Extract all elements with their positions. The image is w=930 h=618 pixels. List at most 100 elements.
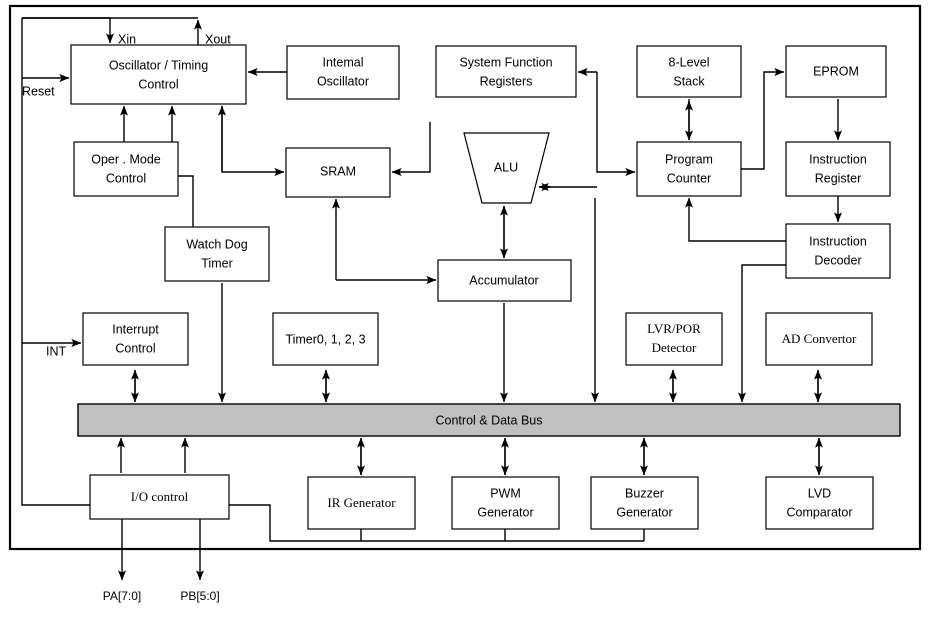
block-rect-oscillator-timing-control[interactable] xyxy=(70,44,247,105)
control-data-bus: Control & Data Bus xyxy=(77,403,901,437)
block-rect-8-level-stack[interactable] xyxy=(636,45,742,98)
block-rect-buzzer-generator[interactable] xyxy=(590,476,699,530)
wire-pc-to-eprom xyxy=(741,68,785,170)
block-alu[interactable]: ALU xyxy=(463,132,550,204)
label-buzzer-line2: Generator xyxy=(616,505,672,519)
pin-label-pb: PB[5:0] xyxy=(180,589,219,603)
block-pwm-generator[interactable]: PWM Generator xyxy=(451,476,560,530)
block-rect-system-function-registers[interactable] xyxy=(435,45,577,98)
wire-xin xyxy=(22,17,114,44)
block-lvd-comparator[interactable]: LVD Comparator xyxy=(765,476,874,530)
label-oper-mode-line2: Control xyxy=(106,171,146,185)
label-sfr-line1: System Function xyxy=(459,55,552,69)
wire-layer xyxy=(21,17,842,581)
block-rect-oper-mode-control[interactable] xyxy=(73,141,179,197)
block-rect-program-counter[interactable] xyxy=(636,141,742,197)
label-interrupt-line1: Interrupt xyxy=(112,322,159,336)
label-pwm-line2: Generator xyxy=(477,505,533,519)
block-rect-sram[interactable] xyxy=(285,147,391,198)
control-data-bus-rect xyxy=(77,403,901,437)
label-internal-osc-line2: Oscillator xyxy=(317,74,369,88)
block-shape-alu[interactable] xyxy=(463,132,550,204)
label-osc-timing-line1: Oscillator / Timing xyxy=(109,58,208,72)
wire-left-trunk xyxy=(21,18,90,506)
label-io-control: I/O control xyxy=(131,489,189,504)
label-idec-line1: Instruction xyxy=(809,234,867,248)
block-sram[interactable]: SRAM xyxy=(285,147,391,198)
label-sfr-line2: Registers xyxy=(480,74,533,88)
block-eprom[interactable]: EPROM xyxy=(785,45,887,98)
label-interrupt-line2: Control xyxy=(115,341,155,355)
block-timers[interactable]: Timer0, 1, 2, 3 xyxy=(272,312,379,366)
block-rect-watch-dog-timer[interactable] xyxy=(164,226,270,282)
label-ad-convertor: AD Convertor xyxy=(782,331,857,346)
block-rect-eprom[interactable] xyxy=(785,45,887,98)
block-rect-lvd-comparator[interactable] xyxy=(765,476,874,530)
control-data-bus-label: Control & Data Bus xyxy=(436,413,543,427)
label-idec-line2: Decoder xyxy=(814,253,861,267)
block-rect-ir-generator[interactable] xyxy=(307,476,416,530)
block-rect-internal-oscillator[interactable] xyxy=(286,45,400,100)
block-lvr-por-detector[interactable]: LVR/POR Detector xyxy=(625,312,723,366)
label-ir-generator: IR Generator xyxy=(327,495,396,510)
label-ireg-line2: Register xyxy=(815,171,862,185)
block-oper-mode-control[interactable]: Oper . Mode Control xyxy=(73,141,179,197)
label-lvd-line1: LVD xyxy=(808,486,831,500)
label-pwm-line1: PWM xyxy=(490,486,521,500)
block-rect-instruction-decoder[interactable] xyxy=(785,223,891,279)
label-internal-osc-line1: Intemal xyxy=(323,55,364,69)
block-io-control[interactable]: I/O control xyxy=(89,474,230,520)
label-lvd-line2: Comparator xyxy=(787,505,853,519)
wire-sfr-to-pc xyxy=(596,72,636,176)
block-rect-ad-convertor[interactable] xyxy=(765,312,873,366)
block-oscillator-timing-control[interactable]: Oscillator / Timing Control xyxy=(70,44,247,105)
block-interrupt-control[interactable]: Interrupt Control xyxy=(82,312,189,366)
label-alu: ALU xyxy=(494,160,518,174)
wire-wdt-to-osc xyxy=(168,105,194,227)
pin-label-xin: Xin xyxy=(118,32,136,46)
label-osc-timing-line2: Control xyxy=(138,77,178,91)
block-rect-pwm-generator[interactable] xyxy=(451,476,560,530)
block-rect-instruction-register[interactable] xyxy=(785,141,891,197)
block-ir-generator[interactable]: IR Generator xyxy=(307,476,416,530)
block-system-function-registers[interactable]: System Function Registers xyxy=(435,45,577,98)
pin-label-reset: Reset xyxy=(22,84,55,98)
label-eprom: EPROM xyxy=(813,64,859,78)
label-lvrpor-line1: LVR/POR xyxy=(647,321,701,336)
label-pc-line2: Counter xyxy=(667,171,711,185)
wire-idec-to-bus xyxy=(738,264,786,403)
label-ireg-line1: Instruction xyxy=(809,152,867,166)
block-instruction-decoder[interactable]: Instruction Decoder xyxy=(785,223,891,279)
block-8-level-stack[interactable]: 8-Level Stack xyxy=(636,45,742,98)
wire-io-bottom-rail xyxy=(229,504,644,542)
block-watch-dog-timer[interactable]: Watch Dog Timer xyxy=(164,226,270,282)
block-program-counter[interactable]: Program Counter xyxy=(636,141,742,197)
block-rect-interrupt-control[interactable] xyxy=(82,312,189,366)
block-buzzer-generator[interactable]: Buzzer Generator xyxy=(590,476,699,530)
label-buzzer-line1: Buzzer xyxy=(625,486,664,500)
wire-idec-to-pc xyxy=(685,197,786,242)
label-wdt-line2: Timer xyxy=(201,256,232,270)
label-pc-line1: Program xyxy=(665,152,713,166)
block-ad-convertor[interactable]: AD Convertor xyxy=(765,312,873,366)
wire-osc-sram-branch xyxy=(221,106,285,176)
label-stack-line1: 8-Level xyxy=(669,55,710,69)
label-wdt-line1: Watch Dog xyxy=(186,237,247,251)
block-rect-accumulator[interactable] xyxy=(437,259,572,302)
chip-boundary xyxy=(8,4,922,551)
pin-label-xout: Xout xyxy=(205,32,231,46)
block-rect-lvr-por-detector[interactable] xyxy=(625,312,723,366)
pin-label-pa: PA[7:0] xyxy=(103,589,141,603)
label-timers: Timer0, 1, 2, 3 xyxy=(285,332,365,346)
block-instruction-register[interactable]: Instruction Register xyxy=(785,141,891,197)
block-rect-timers[interactable] xyxy=(272,312,379,366)
label-oper-mode-line1: Oper . Mode xyxy=(91,152,161,166)
pin-label-int: INT xyxy=(46,344,67,358)
label-stack-line2: Stack xyxy=(673,74,705,88)
block-rect-io-control[interactable] xyxy=(89,474,230,520)
wire-sram-right-in xyxy=(391,122,431,176)
label-accumulator: Accumulator xyxy=(469,273,538,287)
block-internal-oscillator[interactable]: Intemal Oscillator xyxy=(286,45,400,100)
block-accumulator[interactable]: Accumulator xyxy=(437,259,572,302)
